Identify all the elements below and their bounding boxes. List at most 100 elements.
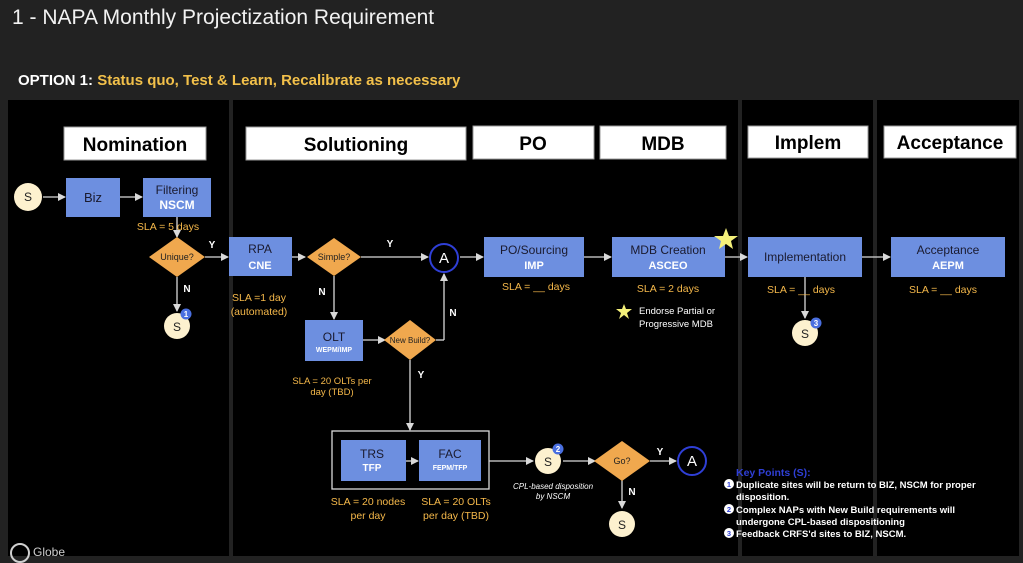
start-connector [14, 183, 42, 211]
s-connector-go-label: S [618, 518, 626, 532]
key-point-1-line2: disposition. [736, 492, 789, 503]
simple-yes-label: Y [387, 239, 394, 250]
brand-logo: Globe [10, 543, 65, 563]
decision-new-build [384, 320, 436, 360]
sla-fac-line2: per day (TBD) [423, 510, 489, 522]
a-connector-bottom-label: A [687, 453, 697, 470]
unique-no-label: N [183, 284, 190, 295]
cpl-note-line1: CPL-based disposition [513, 482, 594, 491]
mdb-star-icon [714, 228, 738, 249]
sla-trs-line1: SLA = 20 nodes [331, 496, 405, 508]
sla-filtering: SLA = 5 days [137, 221, 199, 233]
acceptance-box [891, 237, 1005, 277]
option-heading: OPTION 1: Status quo, Test & Learn, Reca… [18, 72, 460, 89]
mdb-creation-label: MDB Creation [630, 243, 705, 257]
header-solutioning: Solutioning [304, 135, 408, 156]
trs-fac-group [331, 430, 490, 490]
header-acceptance: Acceptance [897, 133, 1004, 154]
header-nomination: Nomination [83, 135, 188, 156]
mdb-creation-box [612, 237, 725, 277]
decision-simple [307, 238, 361, 276]
filtering-owner: NSCM [159, 198, 194, 212]
rpa-owner: CNE [248, 260, 271, 272]
decision-go [594, 441, 650, 481]
key-point-1-badge: 1 [727, 480, 731, 489]
unique-yes-label: Y [209, 240, 216, 251]
newbuild-no-label: N [449, 308, 456, 319]
po-sourcing-owner: IMP [524, 260, 544, 272]
decision-go-label: Go? [613, 456, 630, 466]
s-connector-2 [535, 448, 561, 474]
trs-label: TRS [360, 447, 384, 461]
s-connector-1 [164, 313, 190, 339]
rpa-box [229, 237, 292, 276]
filtering-box [143, 178, 211, 217]
badge-3 [810, 317, 822, 329]
key-point-3-line1: Feedback CRFS'd sites to BIZ, NSCM. [736, 529, 906, 540]
sla-olt-line2: day (TBD) [310, 387, 353, 398]
biz-label: Biz [84, 190, 102, 205]
implementation-label: Implementation [764, 250, 846, 264]
sla-mdb: SLA = 2 days [637, 283, 699, 295]
sla-trs-line2: per day [350, 510, 386, 522]
header-mdb: MDB [641, 134, 684, 155]
go-yes-label: Y [657, 447, 664, 458]
panel-acceptance [877, 100, 1019, 556]
olt-label: OLT [323, 330, 346, 344]
po-sourcing-box [484, 237, 584, 277]
badge-2-label: 2 [556, 445, 561, 454]
key-point-1-line1: Duplicate sites will be return to BIZ, N… [736, 480, 976, 491]
page-title: 1 - NAPA Monthly Projectization Requirem… [12, 6, 435, 29]
s-connector-2-label: S [544, 455, 552, 469]
acceptance-label: Acceptance [917, 243, 980, 257]
decision-simple-label: Simple? [318, 252, 351, 262]
s-connector-go [609, 511, 635, 537]
badge-3-label: 3 [814, 319, 819, 328]
trs-owner: TFP [363, 463, 382, 474]
key-point-2-line2: undergone CPL-based dispositioning [736, 517, 905, 528]
acceptance-owner: AEPM [932, 260, 964, 272]
key-point-2-badge: 2 [727, 505, 731, 514]
endorse-star-icon [616, 304, 632, 319]
olt-owner: WEPM/IMP [316, 347, 352, 354]
key-point-3-badge: 3 [727, 529, 731, 538]
globe-icon [10, 543, 30, 563]
start-connector-label: S [24, 190, 32, 204]
trs-box [341, 440, 406, 481]
s-connector-3-label: S [801, 327, 809, 341]
a-connector-bottom [677, 446, 707, 476]
badge-2 [552, 443, 564, 455]
sla-po: SLA = __ days [502, 281, 570, 293]
fac-box [419, 440, 481, 481]
sla-olt-line1: SLA = 20 OLTs per [292, 376, 371, 387]
sla-implem: SLA = __ days [767, 284, 835, 296]
key-point-2-line1: Complex NAPs with New Build requirements… [736, 505, 955, 516]
option-text: Status quo, Test & Learn, Recalibrate as… [97, 72, 461, 89]
go-no-label: N [628, 487, 635, 498]
sla-acceptance: SLA = __ days [909, 284, 977, 296]
sla-rpa-line1: SLA =1 day [232, 292, 287, 304]
decision-new-build-label: New Build? [390, 336, 431, 345]
panel-nomination [8, 100, 229, 556]
biz-box [66, 178, 120, 217]
s-connector-1-label: S [173, 320, 181, 334]
endorse-note-line2: Progressive MDB [639, 319, 713, 330]
key-points-title: Key Points (S): [736, 467, 811, 479]
po-sourcing-label: PO/Sourcing [500, 243, 568, 257]
fac-label: FAC [438, 447, 462, 461]
decision-unique [149, 237, 205, 277]
endorse-note-line1: Endorse Partial or [639, 306, 715, 317]
a-connector-top-label: A [439, 250, 449, 267]
sla-rpa-line2: (automated) [231, 306, 288, 318]
header-implem: Implem [775, 133, 842, 154]
decision-unique-label: Unique? [160, 252, 194, 262]
filtering-label: Filtering [156, 183, 199, 197]
rpa-label: RPA [248, 242, 272, 256]
header-po: PO [519, 134, 546, 155]
mdb-creation-owner: ASCEO [648, 260, 688, 272]
s-connector-3 [792, 320, 818, 346]
sla-fac-line1: SLA = 20 OLTs [421, 496, 491, 508]
fac-owner: FEPM/TFP [433, 465, 468, 472]
badge-1 [180, 308, 192, 320]
